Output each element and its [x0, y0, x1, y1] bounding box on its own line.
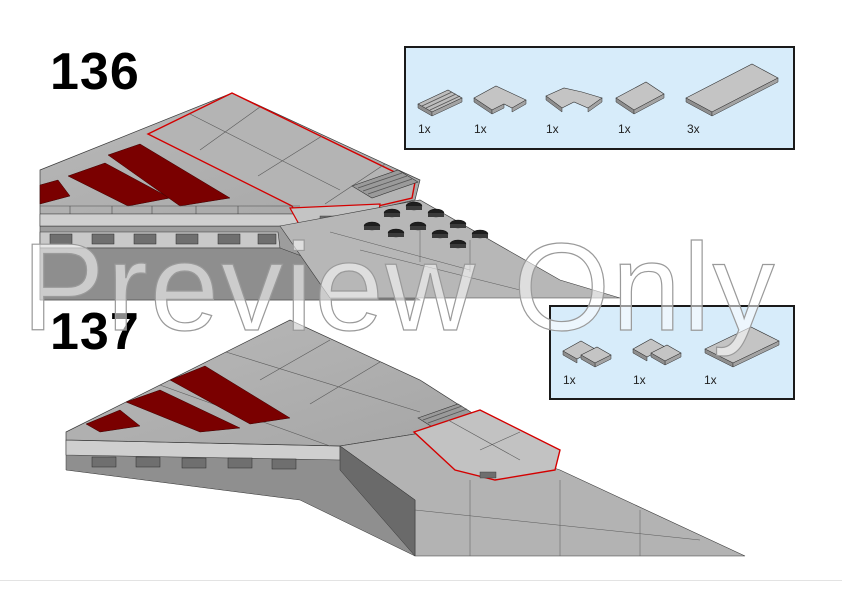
- dark-red-stripes: [39, 143, 231, 207]
- page-divider: [0, 580, 842, 581]
- underside-clips: [91, 456, 297, 470]
- underside-clips: [49, 233, 277, 245]
- parts-list-box: 1x 1x 1x: [549, 305, 795, 400]
- parts-list-box: 1x 1x 1x 1x 3x: [404, 46, 795, 150]
- step-136-model: [39, 92, 621, 301]
- corner-tile-icon: [473, 85, 527, 115]
- corner-tile-pair-icon: [632, 338, 682, 366]
- parts-list-icons: [562, 326, 780, 368]
- part-quantity: 1x: [563, 373, 576, 387]
- part-quantity: 1x: [546, 122, 559, 136]
- part-quantity: 1x: [633, 373, 646, 387]
- parts-list-icons: [417, 63, 779, 117]
- grille-tile-placed: [417, 403, 475, 429]
- part-quantity: 1x: [418, 122, 431, 136]
- dark-red-stripes: [85, 365, 291, 433]
- part-quantity: 1x: [618, 122, 631, 136]
- new-tiles-highlight: [412, 409, 561, 481]
- step-number: 136: [50, 43, 140, 101]
- angled-tile-icon: [545, 87, 603, 113]
- grille-tile-icon: [417, 89, 463, 117]
- part-quantity: 3x: [687, 122, 700, 136]
- step-number: 137: [50, 303, 140, 361]
- part-quantity: 1x: [474, 122, 487, 136]
- part-quantity: 1x: [704, 373, 717, 387]
- grille-tile-placed: [351, 169, 419, 199]
- corner-tile-pair-icon: [562, 340, 612, 368]
- tile-2x2-icon: [615, 81, 665, 115]
- tile-2x3-icon: [704, 326, 780, 368]
- step-137-model: [65, 319, 746, 557]
- studs-2x4: [363, 201, 489, 249]
- tile-2x4-icon: [685, 63, 779, 117]
